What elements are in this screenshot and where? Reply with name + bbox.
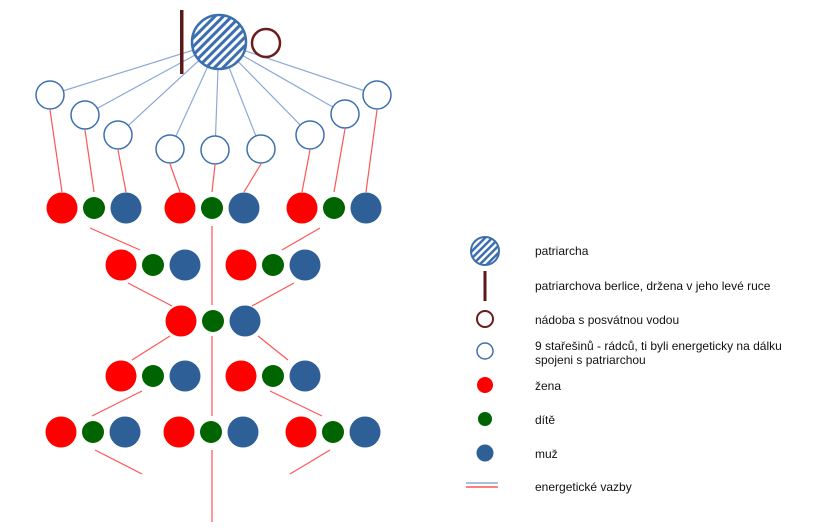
man-node: [228, 192, 260, 224]
energy-link-red: [257, 335, 289, 361]
child-node: [142, 365, 164, 387]
energy-link-red: [289, 449, 331, 475]
child-node: [323, 197, 345, 219]
woman-node: [165, 305, 197, 337]
child-node: [201, 197, 223, 219]
man-node: [229, 305, 261, 337]
legend-label-man: muž: [535, 447, 558, 461]
energy-link-red: [169, 163, 181, 193]
energy-link-red: [251, 282, 295, 307]
woman-node: [105, 249, 137, 281]
legend-label-staff: patriarchova berlice, držena v jeho levé…: [535, 279, 771, 293]
child-node: [202, 310, 224, 332]
vessel-icon: [250, 27, 282, 59]
legend-label-woman: žena: [535, 379, 562, 393]
man-node: [289, 249, 321, 281]
woman-node: [225, 360, 257, 392]
woman-node: [105, 360, 137, 392]
legend-label-patriarch: patriarcha: [535, 244, 589, 258]
green-dot-icon: [478, 412, 492, 426]
legend-label-child: dítě: [535, 413, 556, 427]
energy-link-red: [91, 390, 143, 417]
woman-node: [46, 192, 78, 224]
legend-label-links: energetické vazby: [535, 480, 632, 494]
energy-link-red: [333, 128, 346, 193]
man-node: [227, 416, 259, 448]
woman-node: [164, 192, 196, 224]
energy-link-red: [117, 149, 127, 193]
energy-link-red: [49, 109, 63, 193]
family-structure-diagram: [35, 10, 392, 522]
man-node: [289, 360, 321, 392]
child-node: [82, 421, 104, 443]
elder-circle: [155, 134, 185, 164]
man-node: [110, 192, 142, 224]
elder-circle: [200, 135, 230, 165]
man-node: [169, 249, 201, 281]
energy-link-red: [127, 282, 173, 307]
elder-circle: [35, 80, 65, 110]
man-node: [349, 416, 381, 448]
woman-node: [225, 249, 257, 281]
child-node: [262, 365, 284, 387]
man-node: [169, 360, 201, 392]
man-node: [350, 192, 382, 224]
child-node: [83, 197, 105, 219]
man-node: [109, 416, 141, 448]
elder-circle: [295, 120, 325, 150]
child-node: [142, 254, 164, 276]
energy-link-red: [269, 390, 323, 417]
hatched-circle-icon: [470, 236, 500, 266]
patriarch-icon: [190, 13, 248, 71]
energy-link-red: [243, 163, 262, 193]
woman-node: [286, 192, 318, 224]
hollow-circle-icon: [476, 342, 494, 360]
elder-circle: [70, 100, 100, 130]
blue-dot-icon: [476, 444, 494, 462]
energy-link-red: [89, 227, 141, 251]
ring-icon: [476, 310, 494, 328]
child-node: [322, 421, 344, 443]
elder-circle: [362, 80, 392, 110]
legend-label-elders: 9 stařešinů - rádců, ti byli energeticky…: [535, 339, 782, 367]
diagram-nodes: [35, 10, 392, 448]
legend-label-vessel: nádoba s posvátnou vodou: [535, 313, 680, 327]
child-node: [262, 254, 284, 276]
woman-node: [45, 416, 77, 448]
elder-circle: [330, 99, 360, 129]
energy-link-red: [94, 449, 143, 475]
woman-node: [163, 416, 195, 448]
energy-link-red: [281, 227, 321, 251]
energy-link-red: [84, 129, 95, 193]
elder-circle: [103, 120, 133, 150]
elder-circle: [246, 134, 276, 164]
red-dot-icon: [477, 377, 493, 393]
energy-link-red: [301, 149, 311, 193]
staff-icon: [180, 10, 184, 74]
energy-link-red: [365, 109, 378, 193]
energy-links-red: [49, 109, 378, 522]
energy-link-blue: [49, 41, 220, 96]
energy-link-red: [211, 164, 216, 193]
energy-link-red: [131, 335, 171, 361]
staff-icon: [483, 271, 487, 301]
woman-node: [285, 416, 317, 448]
child-node: [200, 421, 222, 443]
